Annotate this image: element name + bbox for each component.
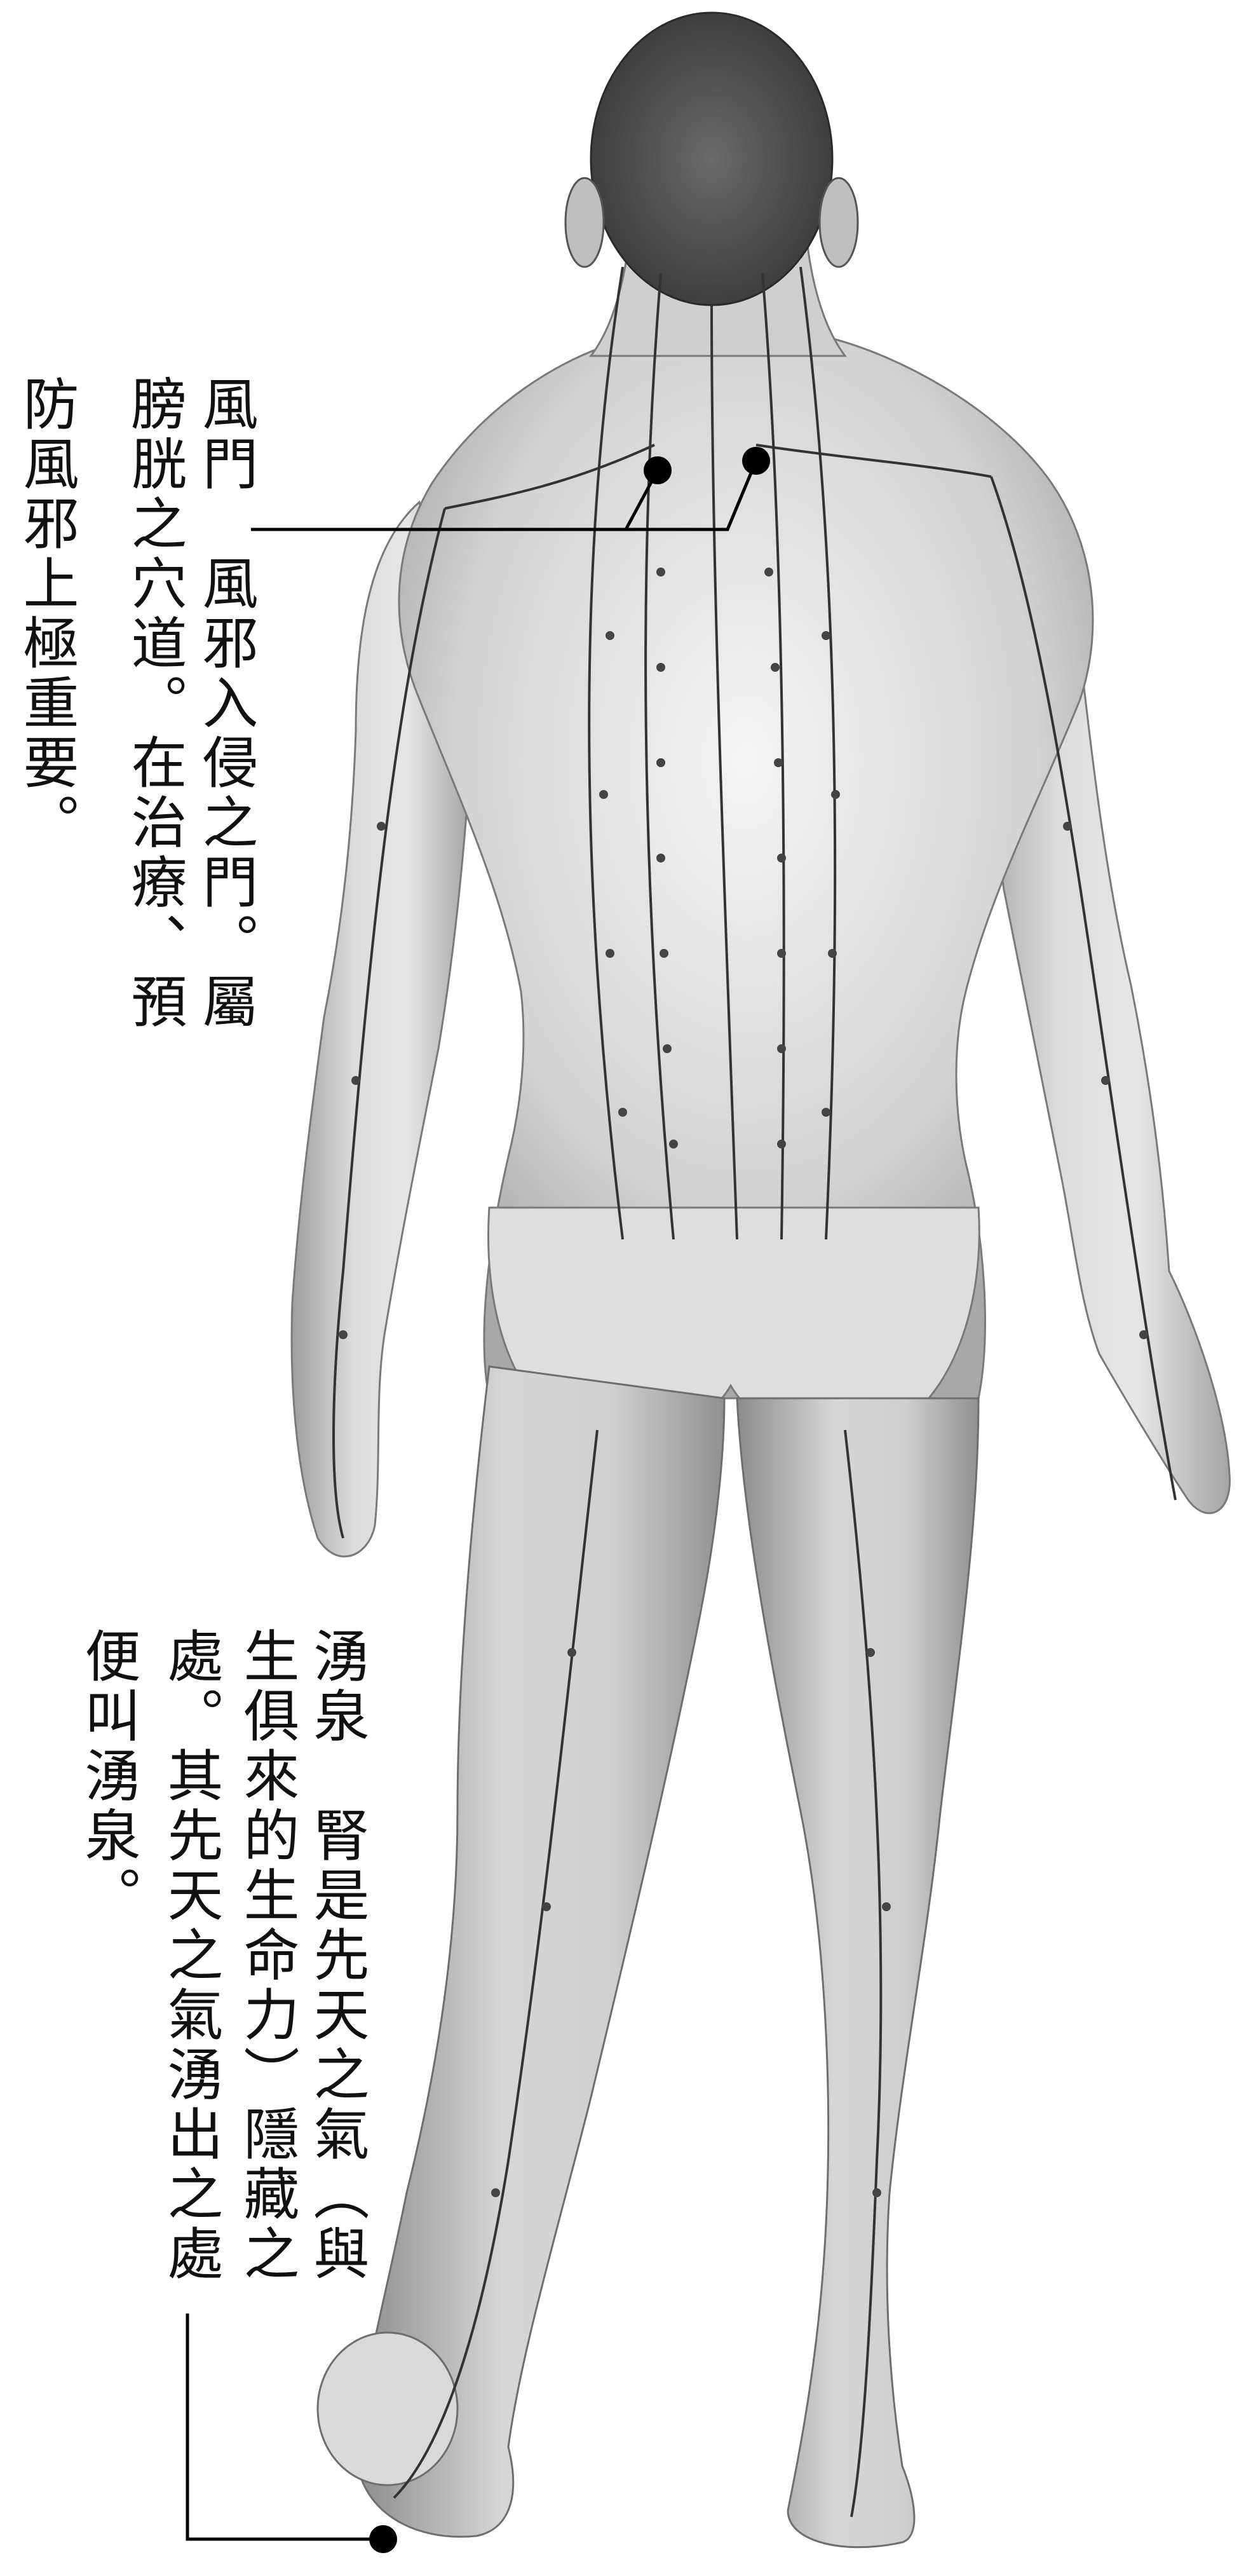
right-leg xyxy=(737,1398,978,2547)
fengmen-col-1: 風門 風邪入侵之門。屬 xyxy=(191,375,261,1032)
yongquan-point xyxy=(369,2525,397,2553)
fengmen-col-2: 膀胱之穴道。在治療、預 xyxy=(119,375,189,1032)
right-ear xyxy=(820,178,858,267)
yongquan-col-3: 處。其先天之氣湧出之處 xyxy=(156,1627,226,2284)
left-ear xyxy=(565,178,604,267)
yongquan-col-1: 湧泉 腎是先天之氣（與 xyxy=(302,1627,372,2284)
fengmen-col-3: 防風邪上極重要。 xyxy=(11,375,81,853)
fengmen-point-left xyxy=(644,456,672,484)
body-silhouette xyxy=(292,13,1229,2547)
head xyxy=(591,13,832,305)
left-heel xyxy=(318,2333,457,2485)
fengmen-point-right xyxy=(742,447,770,475)
yongquan-col-4: 便叫湧泉。 xyxy=(73,1627,143,1926)
yongquan-col-2: 生俱來的生命力）隱藏之 xyxy=(232,1627,302,2284)
